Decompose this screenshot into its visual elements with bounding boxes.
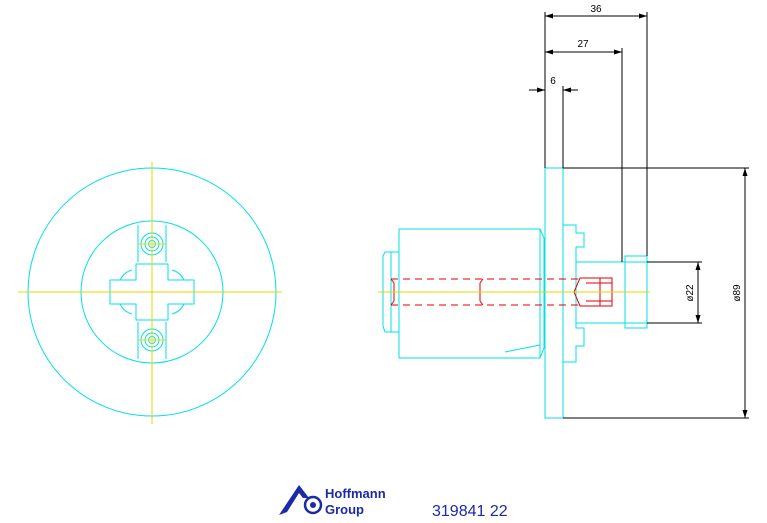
body-detail [504,344,541,353]
arrow [537,87,545,93]
cross-slot [109,263,195,321]
logo-line1: Hoffmann [325,486,386,501]
logo-gear-center [310,502,316,508]
arrow [742,168,748,176]
nose [382,251,399,333]
dim-89-text: ø89 [732,284,743,302]
hoffmann-logo: Hoffmann Group [279,485,386,517]
hidden-screw [573,277,613,307]
part-number: 319841 22 [432,503,508,520]
main-body [398,228,545,359]
arrow [545,49,553,55]
arrow [639,13,647,19]
front-view [18,162,282,424]
logo-line2: Group [325,502,364,517]
arrow [545,13,553,19]
dim-22-text: ø22 [685,284,696,302]
slot-arc [119,303,133,315]
dim-27-text: 27 [577,39,589,50]
slot-arc [171,269,185,281]
arrow [695,315,701,323]
dim-36-text: 36 [590,4,602,15]
arrow [614,49,622,55]
side-view [378,167,650,419]
slot-arc [171,303,185,315]
flange [544,167,564,419]
arrow [695,262,701,270]
dim-6-text: 6 [550,76,556,87]
logo-gear-icon [303,495,323,515]
dimensions: 36 27 6 ø22 ø89 [529,4,749,419]
arrow [563,87,571,93]
slot-arc [119,269,133,281]
flange-step [563,224,585,363]
logo-mark [279,485,309,515]
arrow [742,410,748,418]
